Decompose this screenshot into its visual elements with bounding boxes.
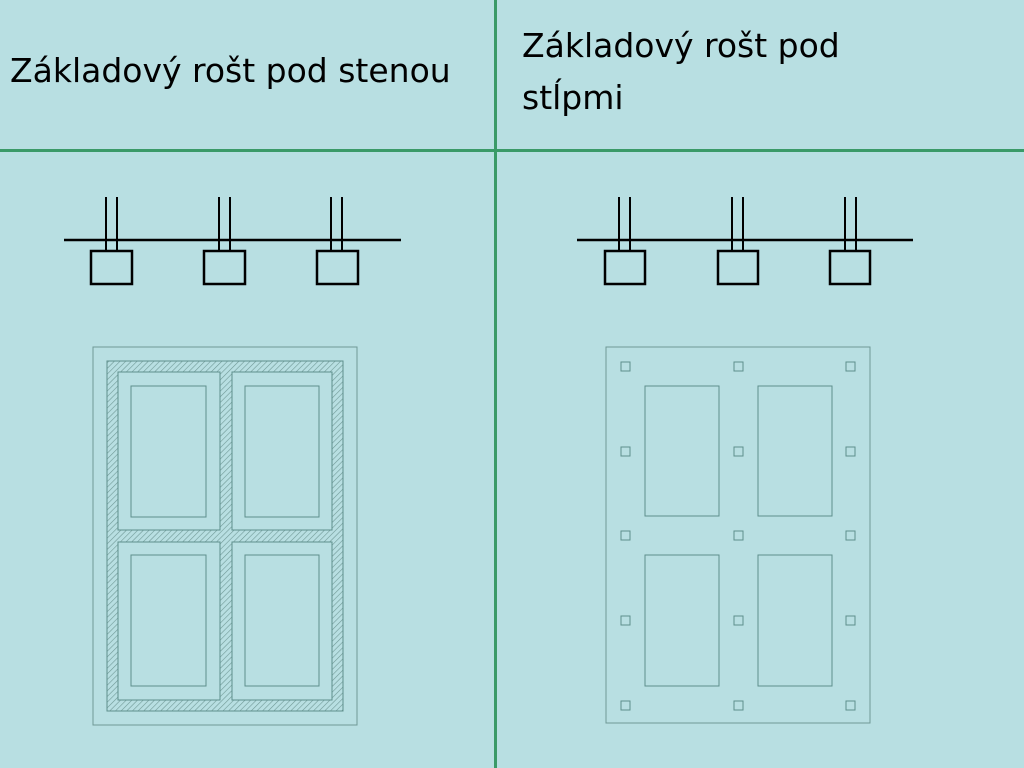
bay-opening (244, 385, 320, 518)
horizontal-divider (0, 149, 1024, 152)
bay-opening (244, 554, 320, 687)
column-foundation-plan (605, 346, 871, 724)
bay-opening (130, 554, 207, 687)
footing-6 (828, 197, 872, 286)
bay-opening (757, 385, 833, 517)
bay-opening (644, 554, 720, 687)
wall-foundation-section (64, 197, 401, 286)
footing-1 (89, 197, 134, 286)
bay-opening (644, 385, 720, 517)
wall-foundation-plan (92, 346, 358, 726)
bay-opening (757, 554, 833, 687)
footing-4 (603, 197, 647, 286)
bay-opening (130, 385, 207, 518)
heading-column-foundation: Základový rošt pod stĺpmi (522, 26, 840, 117)
footing-2 (202, 197, 247, 286)
column-foundation-section (577, 197, 913, 286)
footing-3 (315, 197, 360, 286)
column-pads (620, 361, 856, 711)
heading-wall-foundation: Základový rošt pod stenou (10, 51, 451, 90)
footing-5 (716, 197, 760, 286)
vertical-divider (494, 0, 497, 768)
